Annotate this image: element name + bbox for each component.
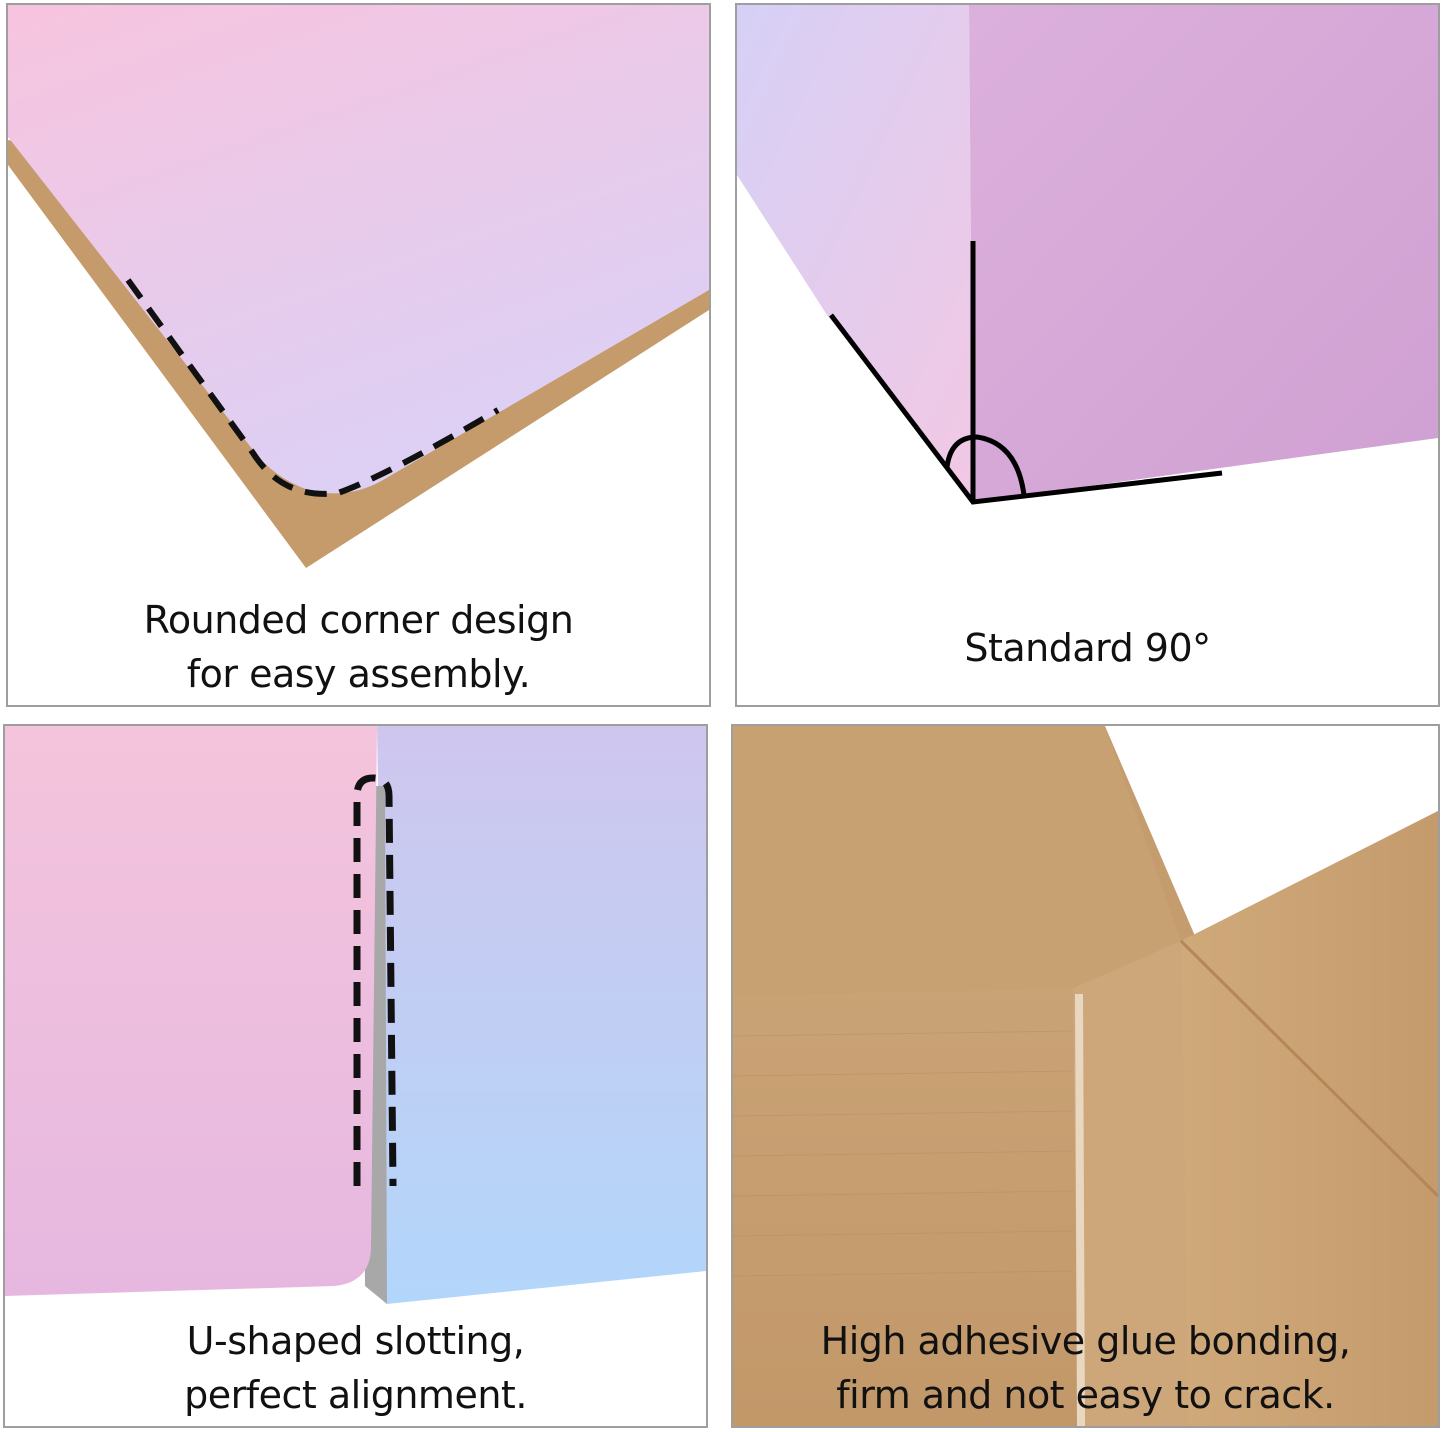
caption-line-2: firm and not easy to crack. [836, 1373, 1335, 1417]
caption: Rounded corner design for easy assembly. [8, 593, 709, 701]
box-left-face [737, 5, 973, 502]
box-right-face [969, 5, 1438, 502]
panel-glue-bonding: High adhesive glue bonding, firm and not… [731, 724, 1440, 1428]
background-corner [1105, 726, 1438, 936]
caption-line-2: for easy assembly. [186, 652, 531, 696]
caption-line-1: U-shaped slotting, [186, 1319, 525, 1363]
angle-arc [944, 434, 1027, 496]
dashed-u-slot-line [353, 774, 397, 1187]
caption: Standard 90° [737, 621, 1438, 675]
corrugation-lines [733, 1030, 1074, 1277]
caption: High adhesive glue bonding, firm and not… [733, 1314, 1438, 1422]
colored-sheet [8, 5, 709, 494]
panel-u-shaped-slotting: U-shaped slotting, perfect alignment. [3, 724, 708, 1428]
rounded-corner-illustration [8, 5, 709, 705]
caption-line-1: High adhesive glue bonding, [820, 1319, 1351, 1363]
panel-standard-90: Standard 90° [735, 3, 1440, 707]
fold-line [1179, 939, 1438, 1198]
panel-rounded-corner: Rounded corner design for easy assembly. [6, 3, 711, 707]
right-angle-illustration [737, 5, 1438, 705]
angle-lines [829, 313, 1223, 505]
caption-line-1: Rounded corner design [143, 598, 574, 642]
right-sheet [377, 726, 706, 1304]
caption: U-shaped slotting, perfect alignment. [5, 1314, 706, 1422]
caption-line-1: Standard 90° [964, 626, 1211, 670]
box-side-face [1181, 811, 1438, 1426]
tab-edge [1075, 994, 1085, 1426]
u-slot-illustration [5, 726, 706, 1426]
dashed-rounded-corner-line [125, 278, 500, 497]
caption-line-2: perfect alignment. [184, 1373, 527, 1417]
left-sheet [5, 726, 377, 1296]
glue-bonding-illustration [733, 726, 1438, 1426]
glued-tab [1073, 941, 1188, 1426]
box-front-face [733, 988, 1078, 1426]
back-flap [733, 726, 1181, 996]
